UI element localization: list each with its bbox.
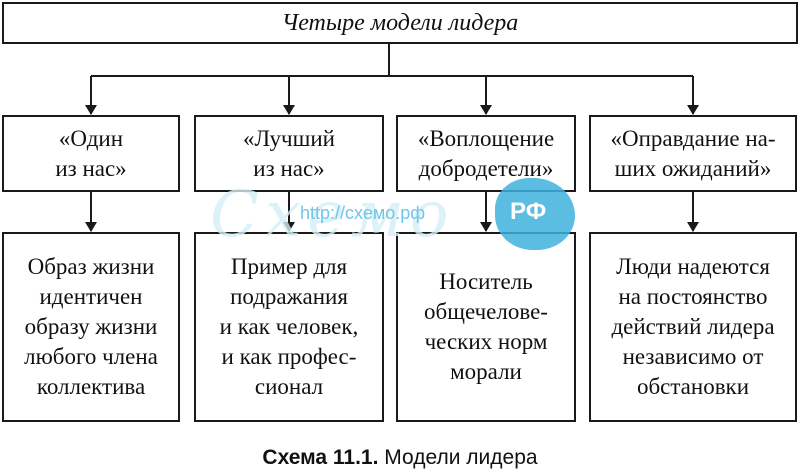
model-box-3: «Воплощение добродетели»: [396, 115, 576, 192]
description-box-4: Люди надеются на постоянство действий ли…: [589, 232, 797, 422]
caption-text: Модели лидера: [384, 446, 538, 469]
model-box-4: «Оправдание на- ших ожиданий»: [589, 115, 797, 192]
diagram-title: Четыре модели лидера: [2, 2, 798, 44]
description-box-3: Носитель общечелове- ческих норм морали: [396, 232, 576, 422]
caption-number: Схема 11.1.: [262, 446, 379, 469]
model-box-2: «Лучший из нас»: [194, 115, 384, 192]
description-box-1: Образ жизни идентичен образу жизни любог…: [2, 232, 180, 422]
figure-caption: Схема 11.1. Модели лидера: [0, 446, 800, 470]
model-box-1: «Один из нас»: [2, 115, 180, 192]
description-box-2: Пример для подражания и как человек, и к…: [194, 232, 384, 422]
